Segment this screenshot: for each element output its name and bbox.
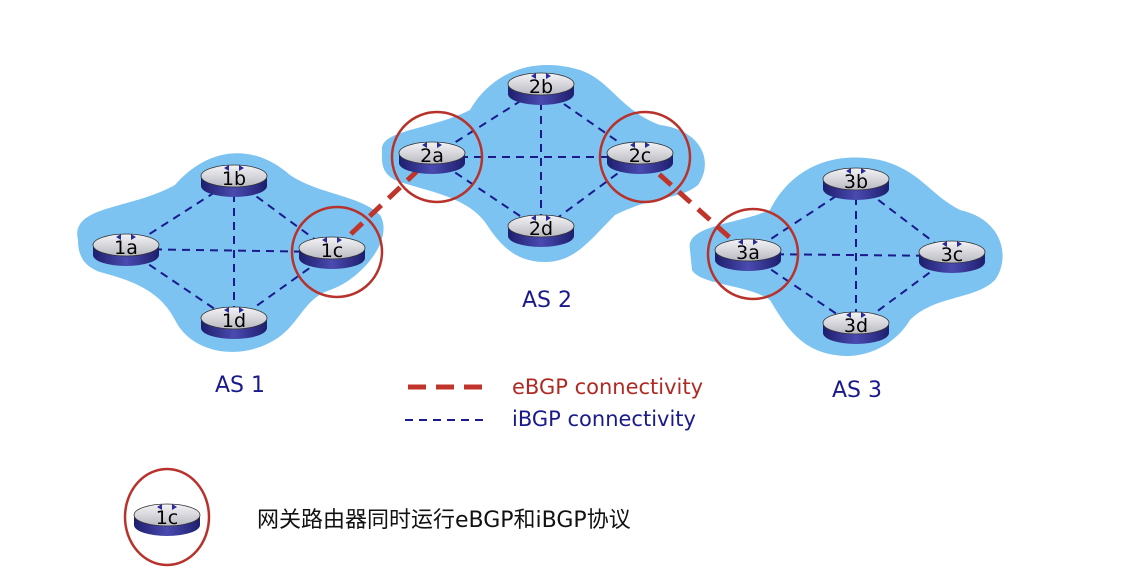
router-arrows-icon [322,237,342,243]
legend-ebgp-label: eBGP connectivity [512,375,703,399]
router-top-icon [606,141,674,165]
router-label: 1b [222,168,246,190]
router-arrows-icon [531,215,551,221]
note-router-1c: 1c [133,503,201,536]
router-top-icon [822,311,890,335]
gateway-circle-2c [598,110,692,204]
as3-label: AS 3 [832,378,882,403]
router-2a: 2a [398,141,466,174]
note-gateway-router: 1c [133,503,201,536]
router-3a: 3a [714,238,782,271]
router-top-icon [398,141,466,165]
router-label: 2d [529,218,553,240]
routers: 1a 1b 1c 1d 2a 2b 2c 2d 3a 3b 3c 3d [92,72,986,344]
router-3d: 3d [822,311,890,344]
router-top-icon [200,164,268,188]
router-label: 1c [156,507,179,529]
router-3c: 3c [918,240,986,273]
router-label: 2c [629,145,652,167]
router-top-icon [918,240,986,264]
router-label: 1a [114,237,138,259]
router-arrows-icon [422,142,442,148]
router-label: 1c [321,240,344,262]
gateway-circle-2a [390,110,484,204]
as2-cloud [381,64,705,262]
router-label: 1d [222,310,246,332]
router-top-icon [714,238,782,262]
gateway-note-text: 网关路由器同时运行eBGP和iBGP协议 [257,508,631,533]
ebgp-link-1c-2a [330,155,434,254]
router-top-icon [507,214,575,238]
router-arrows-icon [531,73,551,79]
router-arrows-icon [224,165,244,171]
router-arrows-icon [846,312,866,318]
router-label: 2a [420,145,444,167]
ibgp-link-3a-3c [747,253,953,257]
router-top-icon [200,306,268,330]
router-2d: 2d [507,214,575,247]
router-1b: 1b [200,164,268,197]
gateway-circle-3a [706,207,800,301]
router-arrows-icon [116,234,136,240]
legend-ibgp-label: iBGP connectivity [512,407,696,431]
router-1a: 1a [92,233,160,266]
as1-label: AS 1 [215,373,265,398]
router-1d: 1d [200,306,268,339]
router-arrows-icon [630,142,650,148]
router-arrows-icon [846,168,866,174]
router-top-icon [298,236,366,260]
router-top-icon [92,233,160,257]
as1-cloud [77,153,384,352]
router-1c: 1c [298,236,366,269]
router-top-icon [133,503,201,527]
router-arrows-icon [157,504,177,510]
router-top-icon [507,72,575,96]
router-label: 3d [844,315,868,337]
note-gateway-circle [123,467,211,567]
router-label: 3b [844,171,868,193]
router-2c: 2c [606,141,674,174]
ibgp-link-1a-1c [125,248,333,253]
as2-label: AS 2 [522,288,572,313]
router-label: 2b [529,76,553,98]
router-label: 3c [941,244,964,266]
router-2b: 2b [507,72,575,105]
router-arrows-icon [224,307,244,313]
router-arrows-icon [942,241,962,247]
router-3b: 3b [822,167,890,200]
gateway-circle-1c [290,205,384,299]
router-label: 3a [736,242,760,264]
router-arrows-icon [738,239,758,245]
gateway-circles [290,110,800,301]
as3-cloud [689,157,1003,356]
ebgp-links [330,155,750,256]
legend: eBGP connectivity iBGP connectivity [405,375,703,431]
router-top-icon [822,167,890,191]
